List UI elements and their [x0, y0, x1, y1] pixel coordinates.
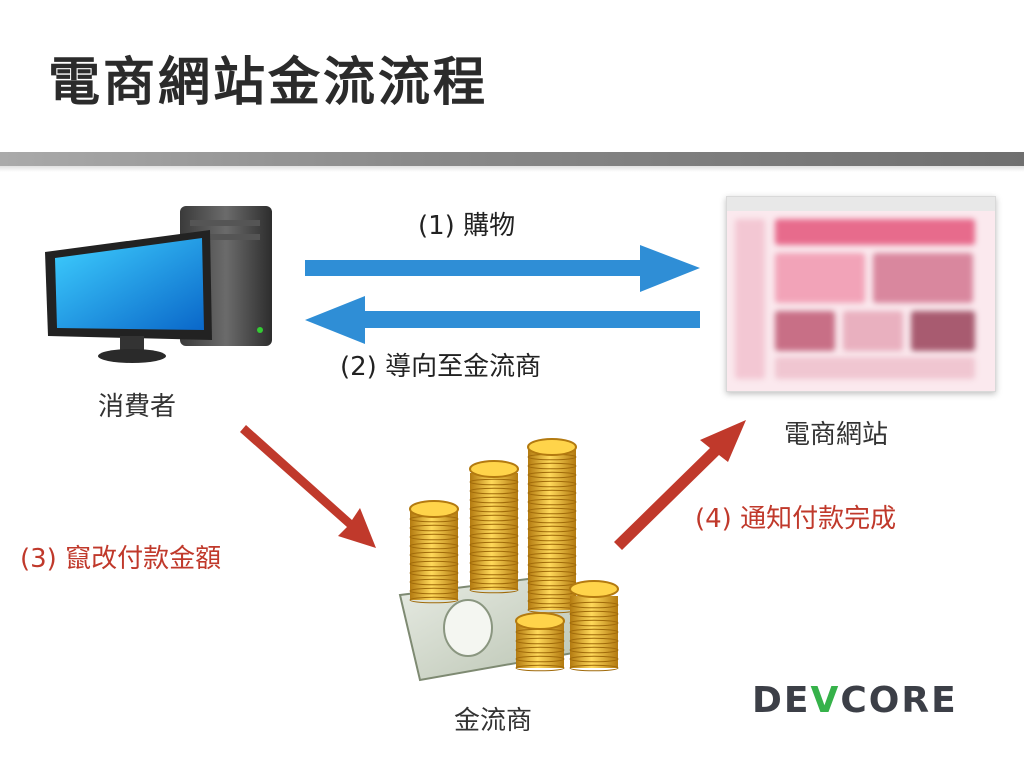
coin-top — [470, 461, 518, 477]
devcore-logo: DEVCORE — [752, 680, 958, 721]
coin-layer — [528, 520, 576, 529]
coin-layer — [410, 582, 458, 591]
coin-layer — [528, 547, 576, 556]
coin-layer — [528, 538, 576, 547]
step-3-number: (3) — [20, 544, 57, 574]
coin-layer — [516, 641, 564, 650]
money-coins-icon — [400, 439, 618, 680]
coin-layer — [528, 457, 576, 466]
logo-text-de: DE — [752, 680, 810, 721]
website-label: 電商網站 — [784, 414, 888, 451]
coin-layer — [570, 614, 618, 623]
coin-layer — [470, 563, 518, 572]
coin-layer — [570, 641, 618, 650]
coin-layer — [470, 527, 518, 536]
coin-layer — [570, 632, 618, 641]
computer-icon — [45, 206, 272, 363]
coin-layer — [570, 659, 618, 668]
coin-layer — [410, 564, 458, 573]
step-4-number: (4) — [695, 504, 732, 534]
coin-layer — [470, 518, 518, 527]
consumer-label: 消費者 — [98, 386, 176, 423]
logo-check-v: V — [810, 680, 840, 721]
coin-layer — [570, 605, 618, 614]
coin-layer — [470, 500, 518, 509]
coin-layer — [470, 536, 518, 545]
coin-layer — [470, 554, 518, 563]
website-screenshot-icon — [726, 196, 996, 392]
step-1-label: (1) 購物 — [418, 205, 515, 242]
coin-layer — [528, 493, 576, 502]
coin-layer — [570, 623, 618, 632]
coin-layer — [410, 546, 458, 555]
coin-layer — [528, 601, 576, 610]
coin-layer — [516, 659, 564, 668]
step-2-text: 導向至金流商 — [385, 352, 541, 382]
coin-layer — [528, 529, 576, 538]
logo-text-core: CORE — [840, 680, 957, 721]
coin-top — [516, 613, 564, 629]
coin-layer — [410, 591, 458, 600]
step-1-number: (1) — [418, 211, 455, 241]
step-3-label: (3) 竄改付款金額 — [20, 538, 221, 575]
coin-layer — [470, 509, 518, 518]
step-2-label: (2) 導向至金流商 — [340, 346, 541, 383]
step-3-text: 竄改付款金額 — [65, 544, 221, 574]
coin-layer — [528, 466, 576, 475]
step-4-label: (4) 通知付款完成 — [695, 498, 896, 535]
arrow-step-3 — [240, 425, 376, 548]
payment-provider-label: 金流商 — [454, 700, 532, 737]
coin-layer — [470, 482, 518, 491]
coin-layer — [410, 573, 458, 582]
coin-layer — [470, 491, 518, 500]
coin-layer — [528, 574, 576, 583]
coin-layer — [528, 475, 576, 484]
coin-layer — [528, 484, 576, 493]
coin-layer — [410, 528, 458, 537]
coin-layer — [470, 572, 518, 581]
coin-layer — [528, 565, 576, 574]
coin-layer — [410, 555, 458, 564]
coin-layer — [470, 545, 518, 554]
coin-layer — [528, 583, 576, 592]
coin-layer — [528, 511, 576, 520]
step-2-number: (2) — [340, 352, 377, 382]
browser-bar — [727, 197, 995, 211]
coin-layer — [528, 556, 576, 565]
coin-layer — [528, 502, 576, 511]
coin-top — [410, 501, 458, 517]
coin-layer — [516, 650, 564, 659]
coin-layer — [570, 650, 618, 659]
coin-layer — [470, 581, 518, 590]
arrow-step-2 — [305, 296, 700, 344]
arrow-step-1 — [305, 245, 700, 292]
coin-layer — [410, 537, 458, 546]
coin-layer — [516, 632, 564, 641]
coin-layer — [528, 592, 576, 601]
coin-layer — [410, 519, 458, 528]
coin-top — [570, 581, 618, 597]
step-4-text: 通知付款完成 — [740, 504, 896, 534]
coin-top — [528, 439, 576, 455]
step-1-text: 購物 — [463, 211, 515, 241]
